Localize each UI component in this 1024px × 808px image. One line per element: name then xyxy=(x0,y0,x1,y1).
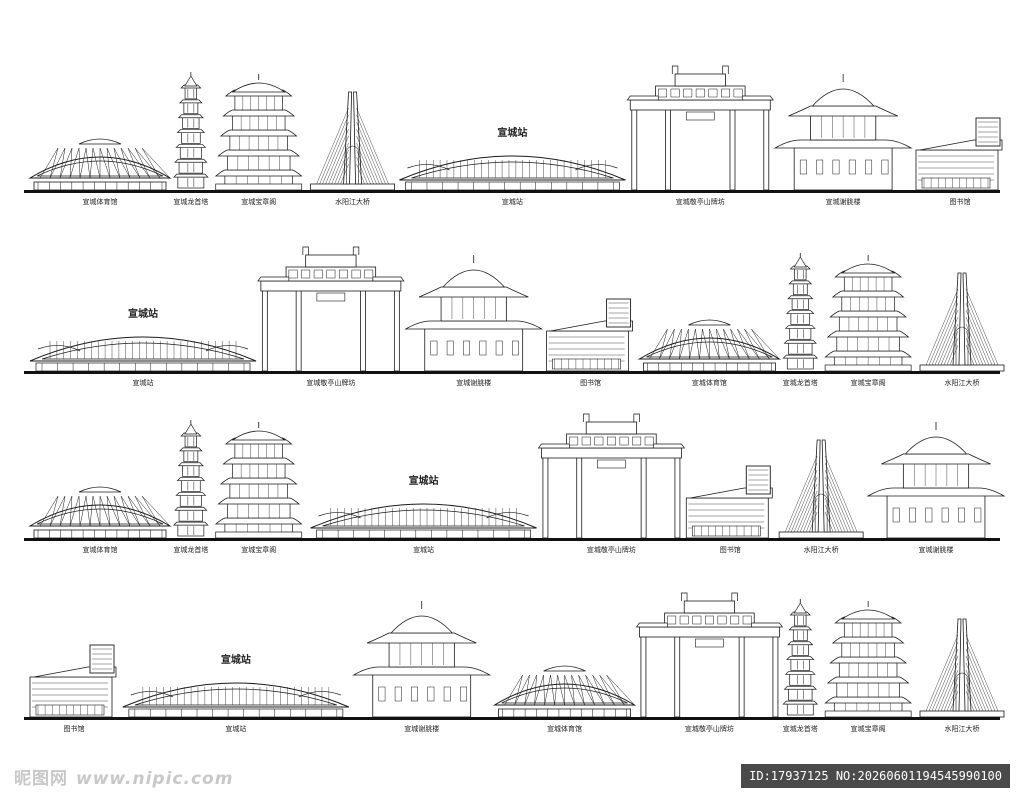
landmark-stadium xyxy=(28,138,172,191)
landmark-label: 宣城站 xyxy=(132,379,154,387)
landmark-station: 宣城站 xyxy=(29,307,257,372)
landmark-label: 宣城体育馆 xyxy=(82,198,118,206)
landmark-label: 图书馆 xyxy=(949,198,971,206)
landmark-label: 宣城龙首塔 xyxy=(173,198,209,206)
landmark-bridge xyxy=(778,439,864,539)
landmark-label: 宣城龙首塔 xyxy=(782,379,818,387)
ground-line xyxy=(24,717,1000,720)
landmark-library xyxy=(915,117,1003,191)
landmark-archway xyxy=(537,413,686,539)
landmark-label: 宣城宝章阁 xyxy=(241,198,277,206)
landmark-label: 宣城龙首塔 xyxy=(782,725,818,733)
landmark-archway xyxy=(635,592,784,718)
landmark-label: 宣城敬亭山牌坊 xyxy=(684,725,734,733)
landmark-label: 宣城敬亭山牌坊 xyxy=(675,198,725,206)
landmark-label: 水阳江大桥 xyxy=(803,546,839,554)
station-sign-text: 宣城站 xyxy=(221,653,251,666)
landmark-pagoda xyxy=(782,599,819,716)
watermark-id-badge: ID:17937125 NO:20260601194545990100 xyxy=(741,764,1010,788)
landmark-label: 宣城体育馆 xyxy=(691,379,727,387)
landmark-label: 宣城谢朓楼 xyxy=(404,725,440,733)
landmark-xietiao xyxy=(352,601,492,718)
station-sign-text: 宣城站 xyxy=(128,307,158,320)
landmark-archway xyxy=(257,246,405,372)
landmark-label: 宣城谢朓楼 xyxy=(456,379,492,387)
landmark-label: 水阳江大桥 xyxy=(335,198,371,206)
landmark-label: 图书馆 xyxy=(719,546,741,554)
landmark-label: 宣城体育馆 xyxy=(82,546,118,554)
landmark-label: 宣城宝章阁 xyxy=(850,725,886,733)
landmark-label: 宣城站 xyxy=(225,725,247,733)
landmark-library xyxy=(685,465,773,539)
landmark-baozhangge xyxy=(824,601,913,718)
landmark-bridge xyxy=(310,91,395,191)
landmark-label: 宣城谢朓楼 xyxy=(918,546,954,554)
skyline-row: 宣城站 xyxy=(24,246,1005,374)
station-sign-text: 宣城站 xyxy=(409,474,439,487)
landmark-label: 图书馆 xyxy=(580,379,602,387)
landmark-bridge xyxy=(919,272,1005,372)
landmark-xietiao xyxy=(866,422,1006,539)
landmark-label: 图书馆 xyxy=(63,725,85,733)
landmark-label: 宣城宝章阁 xyxy=(241,546,277,554)
ground-line xyxy=(24,538,1000,541)
landmark-library xyxy=(29,644,117,718)
landmark-pagoda xyxy=(782,253,819,370)
landmark-stadium xyxy=(492,665,637,718)
station-sign-text: 宣城站 xyxy=(497,126,527,139)
landmark-baozhangge xyxy=(214,422,303,539)
landmark-label: 宣城谢朓楼 xyxy=(825,198,861,206)
landmark-stadium xyxy=(637,319,782,372)
landmark-station: 宣城站 xyxy=(399,126,626,191)
landmark-baozhangge xyxy=(214,74,303,191)
skyline-row: 宣城站 xyxy=(24,592,1005,720)
skyline-row: 宣城站 xyxy=(24,65,1003,193)
landmark-pagoda xyxy=(173,72,209,189)
landmark-stadium xyxy=(28,486,172,539)
landmark-label: 宣城体育馆 xyxy=(547,725,583,733)
landmark-xietiao xyxy=(773,74,913,191)
landmark-baozhangge xyxy=(824,255,913,372)
watermark-logo: 昵图网 www.nipic.com xyxy=(14,764,233,789)
landmark-bridge xyxy=(919,618,1005,718)
landmark-label: 宣城龙首塔 xyxy=(173,546,209,554)
watermark-site: www.nipic.com xyxy=(76,769,234,789)
landmark-label: 水阳江大桥 xyxy=(944,379,980,387)
landmark-archway xyxy=(626,65,774,191)
landmark-station: 宣城站 xyxy=(122,653,350,718)
landmark-station: 宣城站 xyxy=(310,474,537,539)
landmark-label: 宣城站 xyxy=(501,198,523,206)
skyline-row: 宣城站 xyxy=(24,413,1006,541)
landmark-pagoda xyxy=(173,420,209,537)
ground-line xyxy=(24,190,1000,193)
landmark-label: 水阳江大桥 xyxy=(944,725,980,733)
ground-line xyxy=(24,371,1000,374)
landmark-label: 宣城敬亭山牌坊 xyxy=(586,546,636,554)
landmark-label: 宣城宝章阁 xyxy=(850,379,886,387)
watermark-logo-text: 昵图网 xyxy=(14,769,68,789)
landmark-label: 宣城站 xyxy=(413,546,435,554)
landmark-xietiao xyxy=(404,255,544,372)
landmark-library xyxy=(546,298,633,372)
landmark-label: 宣城敬亭山牌坊 xyxy=(306,379,356,387)
